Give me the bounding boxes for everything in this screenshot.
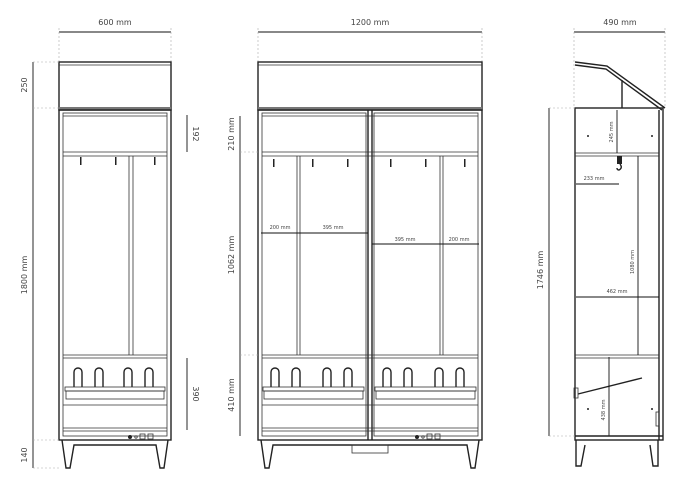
top-canopy (58, 61, 172, 111)
sloped-roof (574, 61, 666, 111)
hook-icons (80, 157, 156, 165)
boot-holders (262, 367, 477, 400)
left-narrow-label: 200 mm (270, 225, 291, 231)
width-label: 1200 mm (351, 18, 390, 27)
hanging-zone-label: 1062 mm (227, 236, 236, 275)
legs (575, 440, 659, 467)
width-label: 600 mm (98, 18, 132, 27)
height-label: 1746 mm (536, 251, 545, 290)
control-panel (128, 433, 154, 440)
boot-holders (64, 367, 166, 400)
left-wide-label: 395 mm (323, 225, 344, 231)
side-view: 490 mm 245 mm 233 mm 1080 mm 462 mm 438 … (536, 18, 666, 467)
cabinet-body (58, 109, 172, 441)
control-panel (415, 433, 441, 440)
leg-height-label: 140 (20, 447, 29, 462)
top-zone-label: 210 mm (227, 117, 236, 151)
top-height-label: 250 (20, 77, 29, 92)
top-canopy (257, 61, 483, 111)
cabinet-body (257, 109, 483, 441)
boot-zone-label: 390 (191, 386, 200, 401)
front-view-single: 600 mm 250 1800 mm 140 192 390 (20, 18, 200, 469)
front-view-double: 1200 mm 200 mm 395 mm 395 mm 200 mm (227, 18, 483, 469)
hook-icon (616, 156, 622, 171)
inner-depth-label: 462 mm (607, 289, 628, 295)
body-height-label: 1800 mm (20, 256, 29, 295)
boot-rack (577, 377, 643, 395)
boot-zone-label: 410 mm (227, 378, 236, 412)
top-zone-label: 245 mm (609, 121, 615, 142)
legs (260, 439, 480, 469)
right-wide-label: 395 mm (395, 237, 416, 243)
legs (61, 439, 169, 469)
hook-offset-label: 233 mm (584, 176, 605, 182)
cabinet-body (574, 107, 664, 441)
depth-label: 490 mm (603, 18, 637, 27)
right-narrow-label: 200 mm (449, 237, 470, 243)
hanging-height-label: 1080 mm (630, 250, 636, 274)
shelf-gap-label: 192 (191, 126, 200, 141)
hook-icons (273, 159, 466, 167)
bottom-zone-label: 438 mm (601, 399, 607, 420)
